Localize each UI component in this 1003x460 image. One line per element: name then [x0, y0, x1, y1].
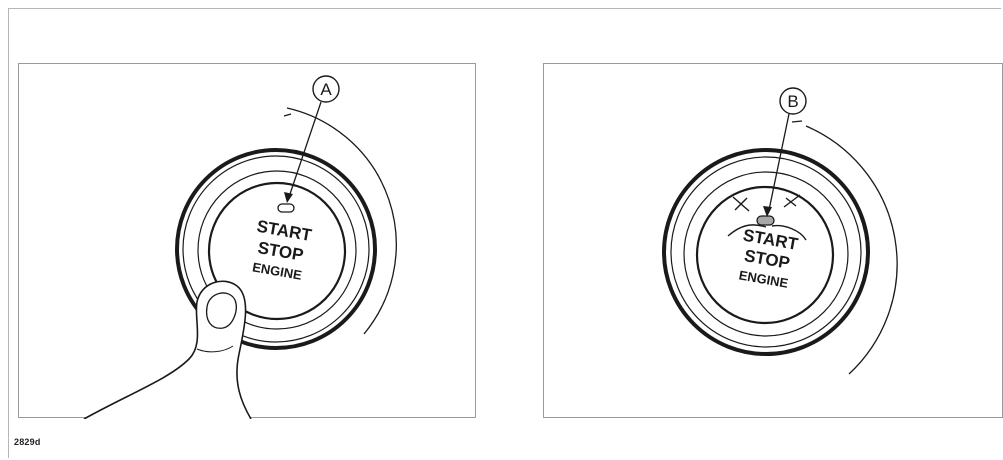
figure-code: 2829d — [14, 437, 41, 447]
callout-a-leader — [289, 102, 321, 197]
motion-tick — [792, 121, 802, 122]
indicator-light-lit — [757, 216, 774, 225]
motion-tick — [284, 114, 291, 116]
callout-b-label: B — [787, 92, 798, 111]
callout-a-label: A — [320, 80, 332, 99]
panel-b-illustration: START STOP ENGINE B — [544, 64, 1003, 419]
indicator-light — [278, 204, 294, 212]
panel-a-illustration: START STOP ENGINE A — [19, 64, 477, 419]
panel-b: START STOP ENGINE B — [543, 63, 1003, 418]
panel-a: START STOP ENGINE A — [18, 63, 476, 418]
